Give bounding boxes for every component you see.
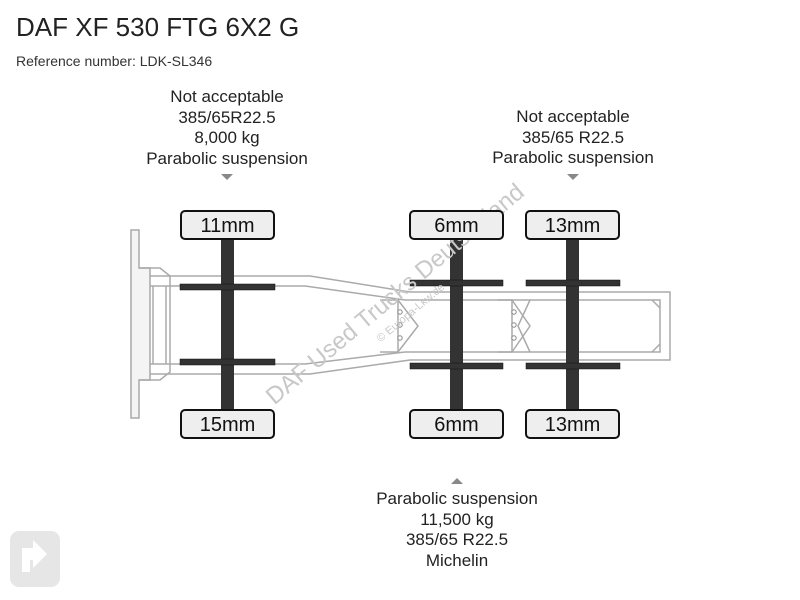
tag-axle — [525, 238, 621, 410]
reference-number: Reference number: LDK-SL346 — [16, 53, 213, 69]
tire-tag-left: 13mm — [525, 210, 620, 240]
tread-depth-label: 13mm — [545, 414, 601, 436]
note-line: 11,500 kg — [420, 509, 494, 529]
note-line: 385/65R22.5 — [178, 107, 276, 127]
note-line: Not acceptable — [516, 107, 630, 126]
tread-depth-label: 11mm — [200, 215, 254, 237]
tread-depth-label: 6mm — [434, 215, 478, 237]
note-line: Not acceptable — [170, 87, 284, 106]
tire-front-right: 15mm — [180, 409, 275, 439]
note-line: Michelin — [425, 550, 489, 570]
page-title: DAF XF 530 FTG 6X2 G — [16, 12, 300, 42]
note-line: 385/65 R22.5 — [521, 127, 625, 147]
note-line: Parabolic suspension — [146, 148, 308, 168]
tire-drive-right: 6mm — [409, 409, 504, 439]
note-line: Parabolic suspension — [492, 148, 654, 167]
chassis-rivets — [397, 309, 517, 341]
chassis-frame — [130, 229, 671, 419]
front-axle — [179, 238, 276, 410]
tread-depth-label: 13mm — [545, 215, 601, 237]
note-line: 8,000 kg — [194, 128, 260, 147]
tire-tag-right: 13mm — [525, 409, 620, 439]
note-line: Parabolic suspension — [376, 489, 538, 508]
tread-depth-label: 15mm — [200, 414, 256, 436]
drive-axle — [409, 238, 504, 410]
tread-depth-label: 6mm — [434, 414, 478, 436]
front-axle-note: Not acceptable 385/65R22.5 8,000 kg Para… — [127, 87, 327, 169]
front-note-marker-icon — [221, 174, 233, 180]
note-line: 385/65 R22.5 — [405, 530, 509, 549]
tire-front-left: 11mm — [180, 210, 275, 240]
site-logo — [10, 531, 60, 587]
tag-axle-note: Not acceptable 385/65 R22.5 Parabolic su… — [473, 107, 673, 169]
drive-note-marker-icon — [451, 478, 463, 484]
drive-axle-note: Parabolic suspension 11,500 kg 385/65 R2… — [357, 489, 557, 571]
tire-drive-left: 6mm — [409, 210, 504, 240]
tag-note-marker-icon — [567, 174, 579, 180]
